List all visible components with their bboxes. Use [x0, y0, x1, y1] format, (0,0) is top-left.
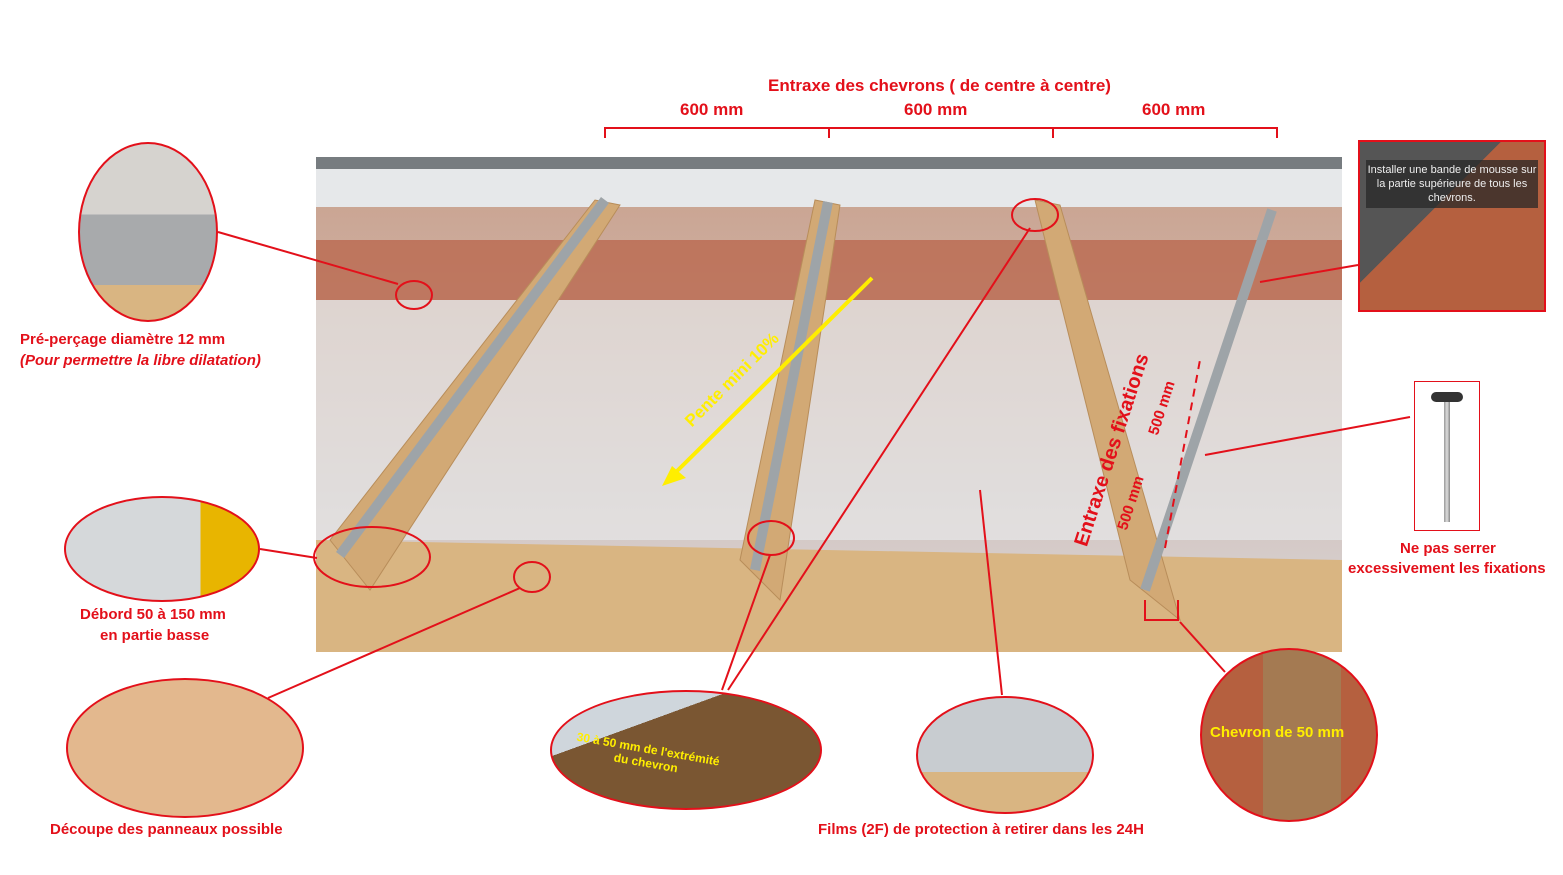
rafter-label: Chevron de 50 mm — [1210, 724, 1345, 741]
aluminium-profiles — [335, 197, 1277, 592]
overhang-label: Débord 50 à 150 mm — [80, 606, 226, 623]
films-label: Films (2F) de protection à retirer dans … — [818, 821, 1144, 838]
films-detail-image — [916, 696, 1094, 814]
rafter-spacing-title: Entraxe des chevrons ( de centre à centr… — [768, 76, 1111, 95]
cutting-detail-image — [66, 678, 304, 818]
rafter-detail-image: Chevron de 50 mm — [1200, 648, 1378, 822]
spacing-label-1: 600 mm — [680, 100, 744, 119]
slope-arrow — [666, 276, 874, 482]
overhang-label-2: en partie basse — [100, 627, 210, 644]
screw-head-icon — [1431, 392, 1463, 402]
callout-markers — [217, 127, 1411, 699]
foam-strip-detail-image: Installer une bande de mousse sur la par… — [1358, 140, 1546, 312]
screw-label: Ne pas serrer — [1400, 540, 1496, 557]
spacing-label-3: 600 mm — [1142, 100, 1206, 119]
cutting-label: Découpe des panneaux possible — [50, 821, 283, 838]
end-distance-label: 30 à 50 mm de l'extrémité du chevron — [575, 729, 721, 776]
spacing-label-2: 600 mm — [904, 100, 968, 119]
predrill-label: Pré-perçage diamètre 12 mm — [20, 331, 226, 348]
predrill-detail-image — [78, 142, 218, 322]
screw-label-2: excessivement les fixations — [1348, 560, 1546, 577]
top-beam-edge — [316, 157, 1342, 169]
predrill-note: (Pour permettre la libre dilatation) — [20, 352, 261, 369]
end-distance-detail-image: 30 à 50 mm de l'extrémité du chevron — [550, 690, 822, 810]
foam-strip-note: Installer une bande de mousse sur la par… — [1366, 160, 1538, 208]
overhang-detail-image — [64, 496, 260, 602]
screw-shaft-icon — [1444, 402, 1450, 522]
slope-arrow-head — [662, 466, 686, 486]
screw-image — [1414, 381, 1480, 531]
bottom-purlin — [316, 540, 1342, 652]
